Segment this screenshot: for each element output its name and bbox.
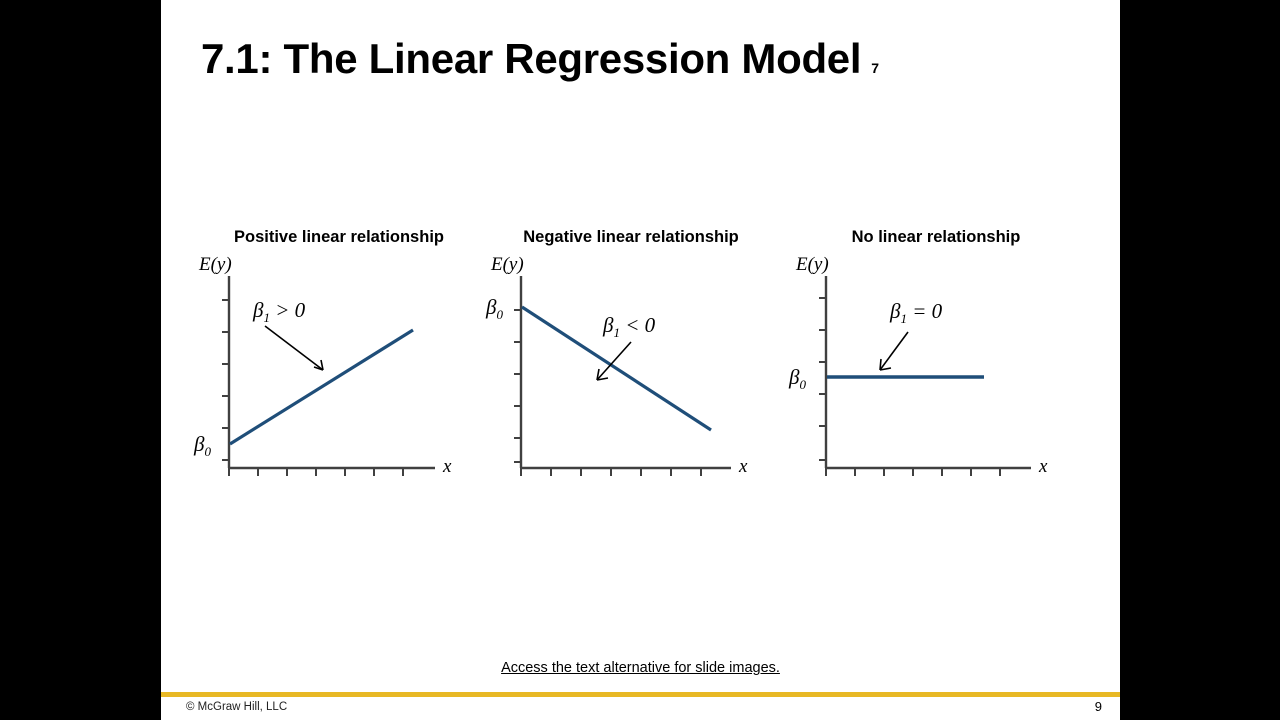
y-axis-ticks [514, 309, 521, 463]
slope-annotation-arrow [264, 325, 324, 371]
regression-line [229, 328, 414, 446]
figure-negative-linear: Negative linear relationship [481, 228, 781, 493]
figure-none-plot: E(y) x β0 β1 = 0 [786, 254, 1086, 493]
y-axis-ticks [819, 297, 826, 461]
copyright-text: © McGraw Hill, LLC [186, 701, 288, 713]
slope-annotation-label: β1 > 0 [252, 298, 306, 325]
intercept-label: β0 [193, 432, 211, 459]
slope-annotation-label: β1 < 0 [602, 313, 656, 340]
x-axis-label: x [442, 456, 452, 477]
alt-text-link[interactable]: Access the text alternative for slide im… [501, 660, 780, 676]
page-number: 9 [1094, 699, 1102, 714]
figure-negative-plot: E(y) x β0 β1 < 0 [481, 254, 781, 493]
y-axis-label: E(y) [795, 254, 829, 275]
x-axis-label: x [1038, 456, 1048, 477]
slope-annotation-arrow [879, 331, 909, 371]
intercept-label: β0 [788, 365, 806, 392]
intercept-label: β0 [485, 295, 503, 322]
figure-band: Positive linear relationship [161, 228, 1120, 493]
y-axis-ticks [222, 299, 229, 461]
x-axis-ticks [520, 468, 702, 476]
figure-none-title: No linear relationship [851, 228, 1021, 246]
letterbox-right [1120, 0, 1280, 720]
slope-annotation-label: β1 = 0 [889, 299, 943, 326]
x-axis-label: x [738, 456, 748, 477]
regression-line [521, 305, 712, 432]
letterbox-left [0, 0, 161, 720]
page-title-text: 7.1: The Linear Regression Model [201, 35, 862, 82]
slope-annotation-arrow [596, 341, 632, 381]
y-axis-label: E(y) [490, 254, 524, 275]
figure-positive-plot: E(y) x β0 β1 > 0 [189, 254, 489, 493]
footer-divider [161, 692, 1120, 697]
x-axis-ticks [825, 468, 1001, 476]
page-title-superscript: 7 [871, 60, 880, 76]
x-axis-ticks [228, 468, 404, 476]
slide-canvas: 7.1: The Linear Regression Model 7 Posit… [161, 0, 1120, 720]
figure-positive-title: Positive linear relationship [234, 228, 444, 246]
figure-positive-linear: Positive linear relationship [189, 228, 489, 493]
page-title: 7.1: The Linear Regression Model 7 [201, 37, 879, 81]
figure-no-linear: No linear relationship [786, 228, 1086, 493]
y-axis-label: E(y) [198, 254, 232, 275]
figure-negative-title: Negative linear relationship [523, 228, 739, 246]
